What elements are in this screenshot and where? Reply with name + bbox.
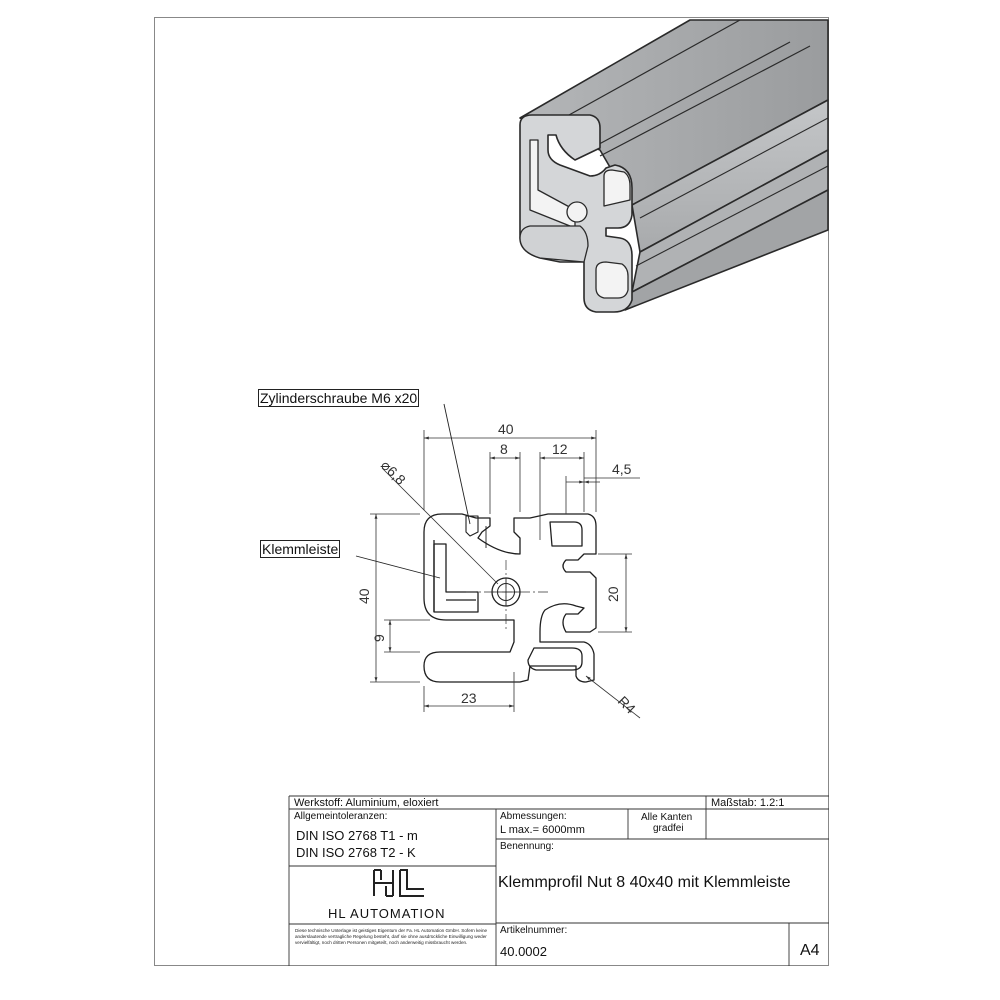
tolerance-t1: DIN ISO 2768 T1 - m: [296, 828, 418, 843]
center-lines: [466, 560, 550, 630]
title-block-grid: [288, 795, 829, 966]
drawing-sheet: [154, 17, 829, 966]
dim-depth-label: 4,5: [612, 461, 632, 477]
dim-bore-label: ⌀6,8: [378, 457, 409, 488]
hl-logo: [373, 869, 424, 897]
edges-line-1: Alle Kanten: [641, 812, 693, 823]
scale-label: Maßstab: 1.2:1: [711, 797, 785, 809]
tolerance-t2: DIN ISO 2768 T2 - K: [296, 845, 416, 860]
material-label: Werkstoff: Aluminium, eloxiert: [294, 797, 439, 809]
dimension-lines: [355, 403, 641, 719]
dim-bottom-width-label: 23: [461, 690, 477, 706]
article-number-heading: Artikelnummer:: [500, 925, 568, 936]
dim-right-label: 20: [605, 586, 621, 602]
dim-radius-label: R4: [615, 693, 639, 717]
tolerances-heading: Allgemeintoleranzen:: [294, 811, 388, 822]
name-heading: Benennung:: [500, 841, 554, 852]
dimensions-heading: Abmessungen:: [500, 811, 567, 822]
cross-section-view: [423, 513, 597, 683]
dim-height-label: 40: [356, 588, 372, 604]
drawing-title: Klemmprofil Nut 8 40x40 mit Klemmleiste: [498, 874, 791, 891]
sheet-format: A4: [800, 942, 820, 959]
dim-bottom-height-label: 9: [371, 634, 387, 642]
dimension-labels: 40 8 12 4,5 ⌀6,8 40 9 20 23 R4: [356, 421, 639, 717]
edges-line-2: gradfei: [653, 823, 684, 834]
dim-offset-label: 12: [552, 441, 568, 457]
article-number-value: 40.0002: [500, 944, 547, 959]
length-value: L max.= 6000mm: [500, 824, 585, 836]
ownership-disclaimer: Diese technische Unterlage ist geistiges…: [295, 928, 488, 945]
screw-callout: Zylinderschraube M6 x20: [258, 389, 420, 407]
company-name: HL AUTOMATION: [328, 906, 446, 921]
clamp-strip-callout: Klemmleiste: [260, 540, 341, 558]
dim-slot-label: 8: [500, 441, 508, 457]
dim-width-label: 40: [498, 421, 514, 437]
isometric-profile-view: [519, 19, 829, 313]
